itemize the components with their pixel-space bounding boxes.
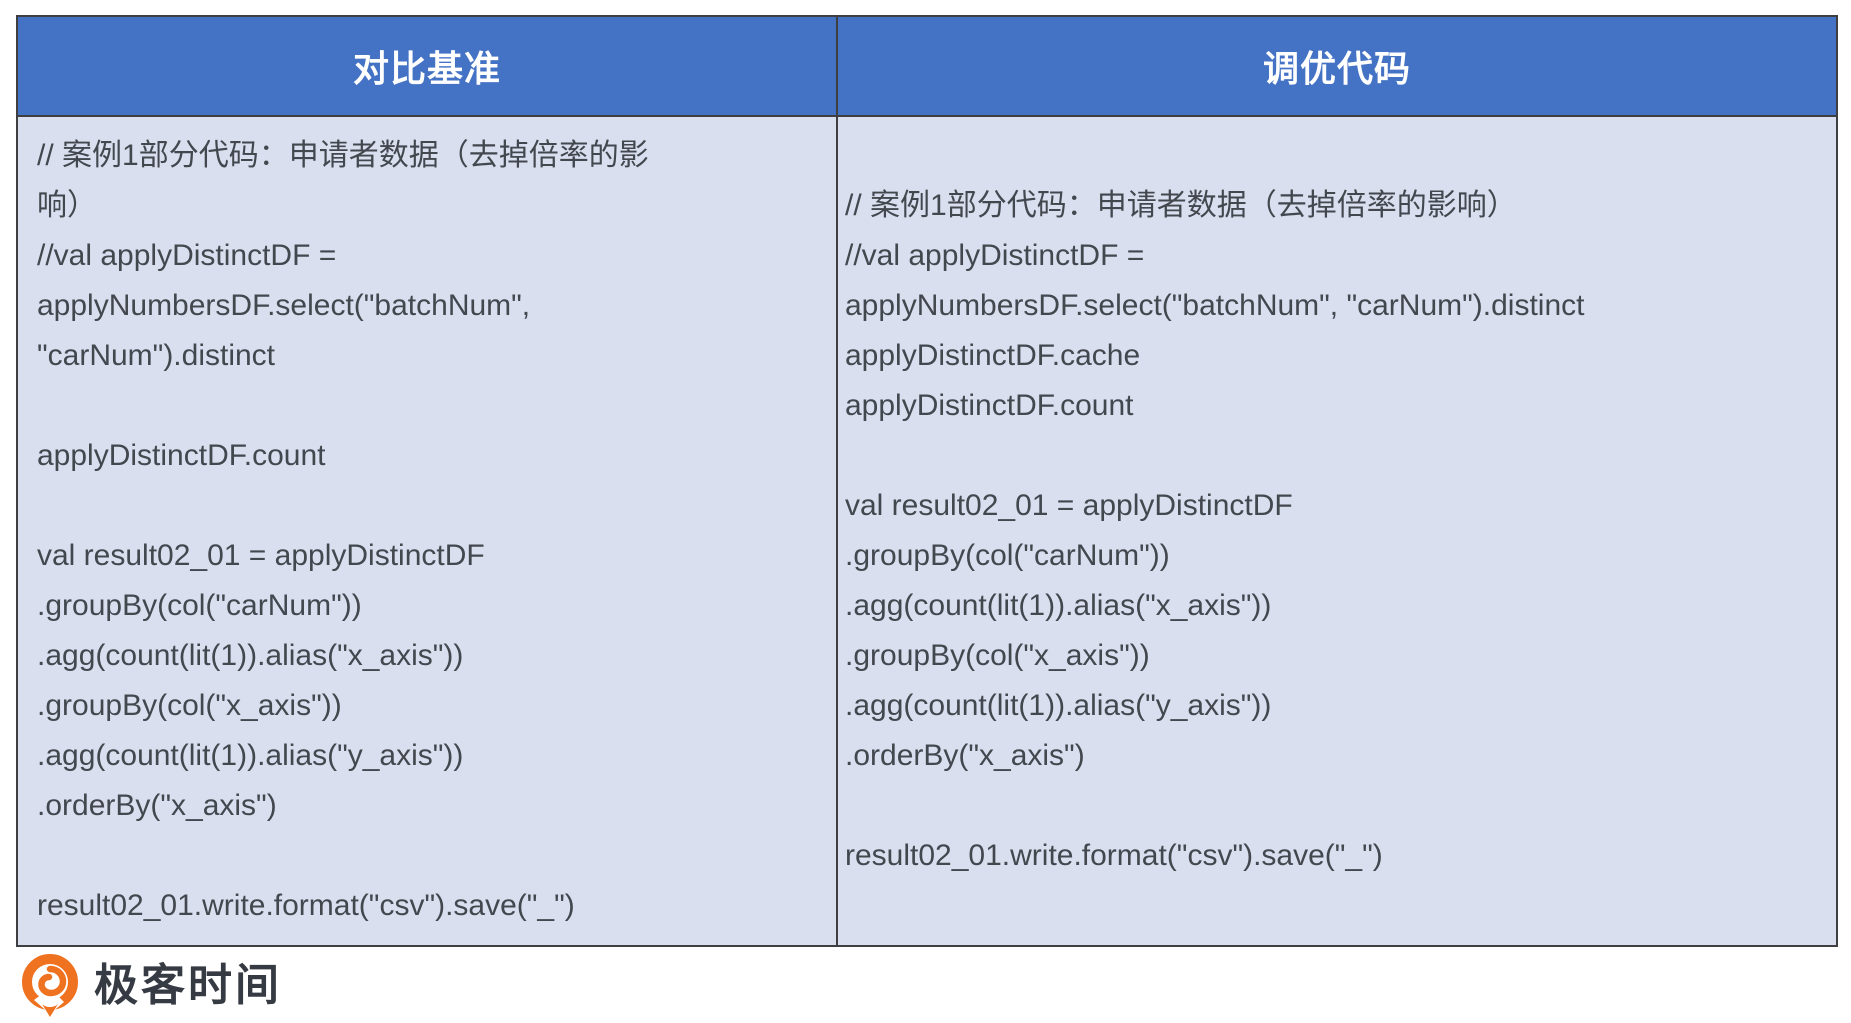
code-line: .agg(count(lit(1)).alias("y_axis")) [845,689,1272,722]
code-line [845,781,1828,831]
code-line: .orderBy("x_axis") [845,739,1085,772]
code-line: .agg(count(lit(1)).alias("x_axis")) [37,639,464,672]
code-line: .groupBy(col("carNum")) [37,589,362,622]
code-line: applyDistinctDF.cache [845,339,1141,372]
code-line: applyNumbersDF.select("batchNum", [37,289,531,322]
code-line: .orderBy("x_axis") [37,789,277,822]
code-line: "carNum").distinct [37,339,276,372]
tuned-code-cell: // 案例1部分代码：申请者数据（去掉倍率的影响） //val applyDist… [838,117,1836,945]
code-line: applyDistinctDF.count [37,439,326,472]
code-line [37,831,828,881]
code-line [37,481,828,531]
code-line: 响） [37,189,97,222]
code-line: // 案例1部分代码：申请者数据（去掉倍率的影响） [845,189,1517,222]
table-header-baseline: 对比基准 [18,17,838,117]
code-line: .agg(count(lit(1)).alias("x_axis")) [845,589,1272,622]
baseline-code-cell: // 案例1部分代码：申请者数据（去掉倍率的影响） //val applyDist… [18,117,838,945]
code-line: applyNumbersDF.select("batchNum", "carNu… [845,289,1585,322]
code-line: .groupBy(col("x_axis")) [845,639,1150,672]
table-header-tuned: 调优代码 [838,17,1836,117]
brand-name: 极客时间 [94,961,282,1010]
code-comparison-table: 对比基准 调优代码 // 案例1部分代码：申请者数据（去掉倍率的影响） //val… [16,15,1838,947]
code-line: result02_01.write.format("csv").save("_"… [37,889,575,922]
code-line: // 案例1部分代码：申请者数据（去掉倍率的影 [37,139,649,172]
code-line: //val applyDistinctDF = [845,239,1145,272]
code-line: .groupBy(col("carNum")) [845,539,1170,572]
code-line: //val applyDistinctDF = [37,239,337,272]
code-line: val result02_01 = applyDistinctDF [845,489,1293,522]
code-line: .agg(count(lit(1)).alias("y_axis")) [37,739,464,772]
code-line: val result02_01 = applyDistinctDF [37,539,485,572]
brand-footer: 极客时间 [20,954,282,1018]
code-line [845,431,1828,481]
code-line: .groupBy(col("x_axis")) [37,689,342,722]
geektime-logo-icon [22,954,78,1017]
code-line [37,381,828,431]
code-line: applyDistinctDF.count [845,389,1134,422]
code-line: result02_01.write.format("csv").save("_"… [845,839,1383,872]
